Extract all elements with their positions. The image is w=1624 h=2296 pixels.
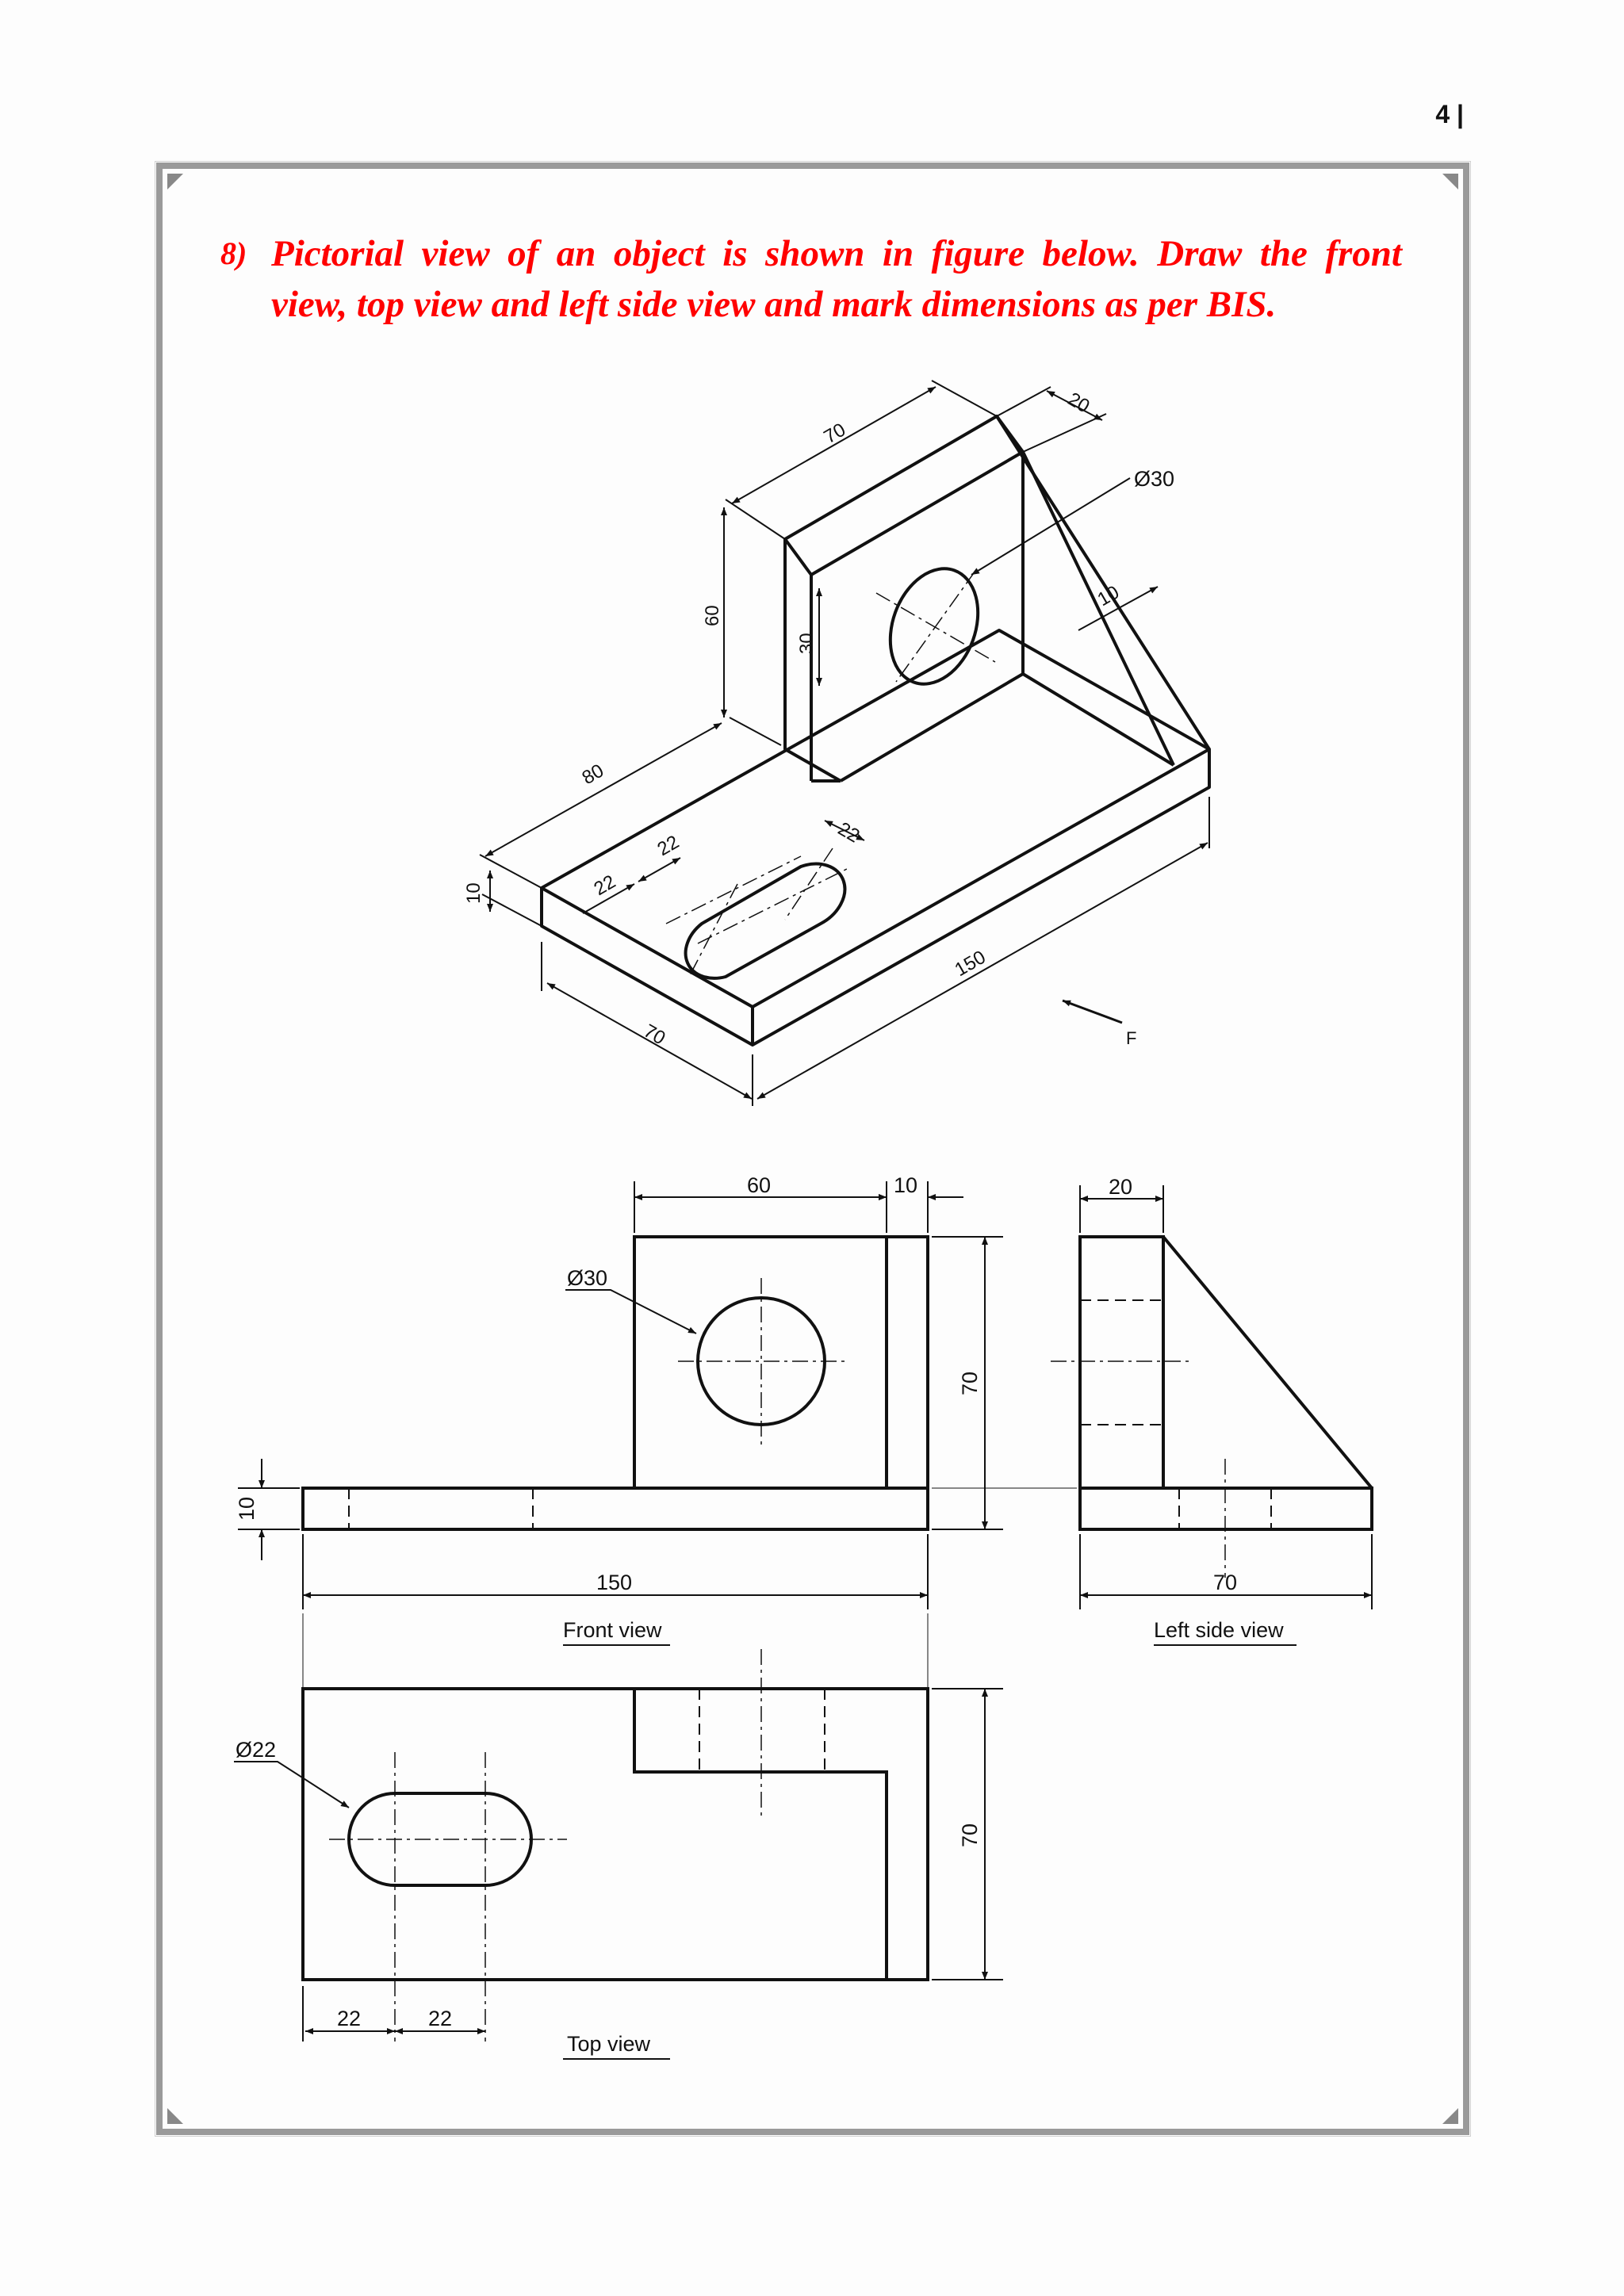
pict-dim-30: 30 xyxy=(796,633,818,654)
top-dim-70: 70 xyxy=(958,1823,982,1847)
top-dim-slot: Ø22 xyxy=(236,1738,276,1762)
question-line-2: view, top view and left side view and ma… xyxy=(271,284,1277,325)
page-number: 4 | xyxy=(1435,100,1464,128)
pict-dim-22-b: 22 xyxy=(654,831,684,860)
front-view-labels: 60 10 70 10 150 Ø30 Front view xyxy=(235,1173,982,1642)
question-number: 8) xyxy=(220,235,247,271)
front-dim-70: 70 xyxy=(958,1372,982,1395)
pict-dim-10-base: 10 xyxy=(463,882,485,904)
top-view-label: Top view xyxy=(567,2032,651,2056)
pict-dim-70-base: 70 xyxy=(640,1020,669,1050)
question-line-1: Pictorial view of an object is shown in … xyxy=(271,233,1402,274)
page-border xyxy=(155,161,1471,2137)
pict-view-arrow-label: F xyxy=(1126,1028,1136,1048)
front-dim-10-base: 10 xyxy=(235,1497,259,1521)
front-view xyxy=(238,1181,1003,1689)
left-side-view xyxy=(932,1185,1373,1646)
front-view-label: Front view xyxy=(563,1618,662,1642)
upright-hole xyxy=(888,567,980,686)
pictorial-dim-labels: 70 20 Ø30 10 60 30 80 10 22 22 22 150 70… xyxy=(463,388,1174,1050)
pict-dim-60: 60 xyxy=(702,605,723,626)
front-dim-10-rib: 10 xyxy=(894,1173,917,1197)
top-view-labels: Ø22 22 22 70 Top view xyxy=(236,1738,982,2056)
left-view-label: Left side view xyxy=(1154,1618,1284,1642)
top-slot xyxy=(347,1792,533,1887)
pict-dim-22-c: 22 xyxy=(834,818,864,848)
base-slot xyxy=(684,862,847,980)
pict-dim-150: 150 xyxy=(952,947,990,981)
front-dim-60: 60 xyxy=(747,1173,771,1197)
question-text: 8) Pictorial view of an object is shown … xyxy=(220,228,1402,330)
base-top-face xyxy=(540,629,1211,1008)
top-view xyxy=(234,1649,1003,2060)
front-dim-hole: Ø30 xyxy=(567,1266,607,1290)
front-dim-150: 150 xyxy=(596,1571,632,1594)
left-dim-70: 70 xyxy=(1213,1571,1237,1594)
pictorial-view xyxy=(479,380,1211,1106)
pict-dim-80: 80 xyxy=(579,760,608,789)
top-dim-22-a: 22 xyxy=(337,2007,361,2030)
top-dim-22-b: 22 xyxy=(428,2007,452,2030)
left-side-view-labels: 20 70 Left side view xyxy=(1109,1175,1284,1642)
pict-dim-hole: Ø30 xyxy=(1134,467,1174,491)
pict-dim-70-top: 70 xyxy=(821,419,850,448)
left-dim-20: 20 xyxy=(1109,1175,1132,1199)
